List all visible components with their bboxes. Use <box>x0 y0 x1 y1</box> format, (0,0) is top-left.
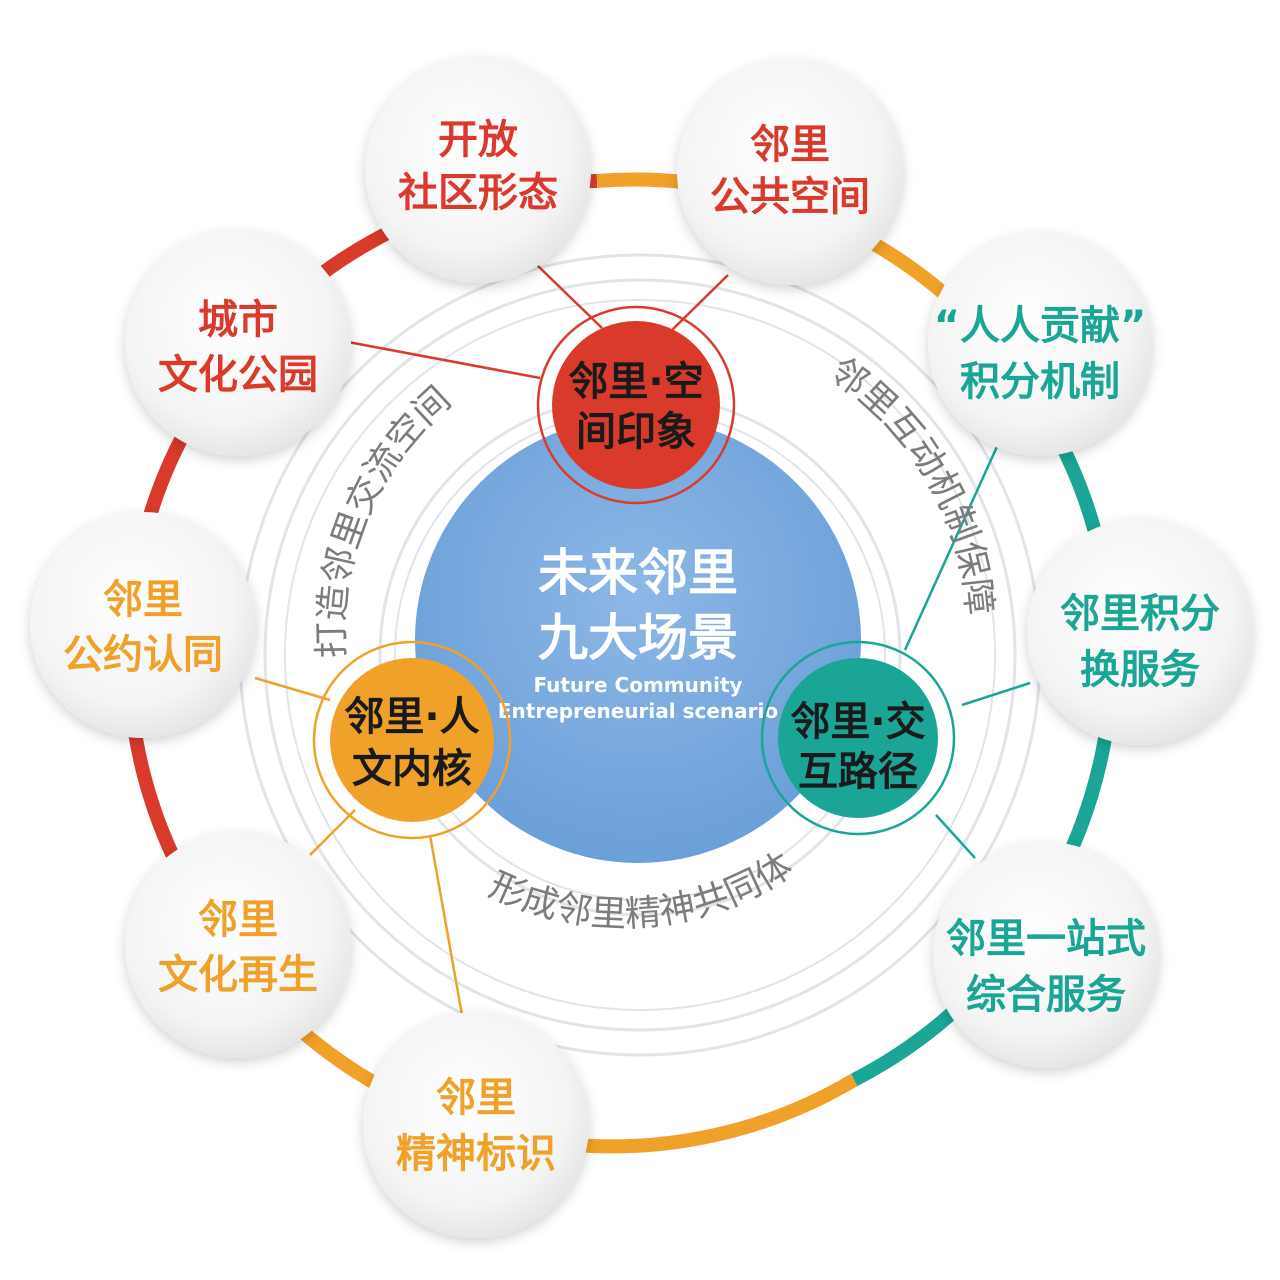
scene-node-cultural-rebirth-line1: 邻里 <box>198 897 278 943</box>
scene-node-circle <box>125 832 351 1058</box>
hub-interaction-line1: 邻里·交 <box>790 699 925 745</box>
scene-node-circle <box>933 842 1159 1068</box>
scene-node-spirit-symbol-line2: 精神标识 <box>396 1131 556 1177</box>
connector-space-city-park <box>347 340 541 380</box>
scene-node-open-community-line1: 开放 <box>438 117 518 163</box>
scene-node-public-space-line2: 公共空间 <box>710 174 870 220</box>
connector-interaction-points-mechanism <box>903 439 1002 651</box>
scene-node-circle <box>363 1012 589 1238</box>
scene-node-points-exchange-line2: 换服务 <box>1080 647 1200 693</box>
connector-culture-convention <box>254 676 331 702</box>
hub-culture-line1: 邻里·人 <box>344 694 479 740</box>
scene-node-one-stop-line1: 邻里一站式 <box>946 916 1146 962</box>
center-title-line1: 未来邻里 <box>538 544 738 602</box>
scene-node-city-park-line1: 城市 <box>198 297 278 343</box>
scene-node-circle <box>125 230 351 456</box>
center-title-line2: 九大场景 <box>538 609 738 667</box>
center-subtitle-line2: Entrepreneurial scenario <box>498 699 778 723</box>
scene-node-circle <box>1027 519 1253 745</box>
hub-space-line1: 邻里·空 <box>568 359 703 405</box>
scene-node-cultural-rebirth-line2: 文化再生 <box>158 952 318 998</box>
scene-node-spirit-symbol-line1: 邻里 <box>436 1075 516 1121</box>
scene-node-points-mechanism-line2: 积分机制 <box>960 359 1120 405</box>
connector-space-public-space <box>671 274 729 331</box>
connector-interaction-points-exchange <box>961 681 1031 707</box>
scene-node-city-park-line2: 文化公园 <box>158 352 318 398</box>
scene-nodes: 开放社区形态邻里公共空间城市文化公园“人人贡献”积分机制邻里公约认同邻里积分换服… <box>30 57 1253 1238</box>
hub-space: 邻里·空 间印象 <box>536 305 736 505</box>
hub-space-line2: 间印象 <box>576 409 696 455</box>
scene-node-one-stop-line2: 综合服务 <box>966 972 1126 1018</box>
hub-culture-line2: 文内核 <box>352 746 472 792</box>
scene-node-convention-line1: 邻里 <box>103 577 183 623</box>
connectors <box>254 264 1031 1016</box>
connector-interaction-one-stop <box>935 814 976 859</box>
scene-node-circle <box>365 57 591 283</box>
connector-culture-cultural-rebirth <box>309 809 356 856</box>
scene-node-circle <box>677 59 903 285</box>
scene-node-open-community-line2: 社区形态 <box>398 170 558 216</box>
hub-culture: 邻里·人 文内核 <box>312 640 512 840</box>
scene-node-points-mechanism: “人人贡献” 积分机制 <box>928 232 1152 456</box>
connector-culture-spirit-symbol <box>428 834 464 1016</box>
center-subtitle-line1: Future Community <box>533 673 742 697</box>
scene-node-circle <box>928 232 1152 456</box>
scene-node-convention-line2: 公约认同 <box>63 632 223 678</box>
scene-node-points-exchange-line1: 邻里积分 <box>1060 591 1220 637</box>
hub-interaction: 邻里·交 互路径 <box>760 640 956 836</box>
scene-node-circle <box>30 512 256 738</box>
hub-interaction-line2: 互路径 <box>798 749 918 795</box>
scene-node-public-space-line1: 邻里 <box>750 122 830 168</box>
center-circle: 未来邻里 九大场景 Future Community Entrepreneuri… <box>415 417 861 863</box>
scene-node-points-mechanism-line1: “人人贡献” <box>934 303 1147 349</box>
